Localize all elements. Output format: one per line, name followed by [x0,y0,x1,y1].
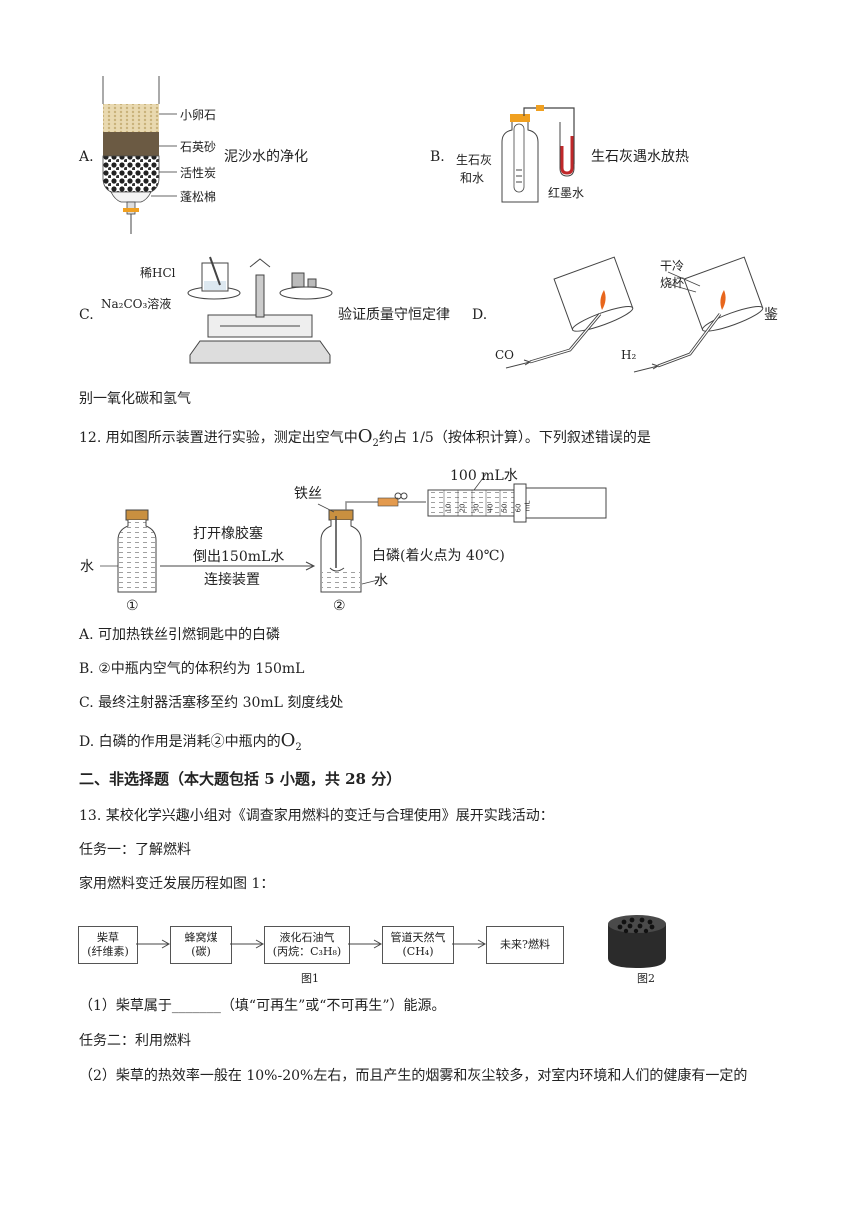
label-dilute-hcl: 稀HCl [140,266,176,280]
pebble-layer [103,104,159,132]
q13-stem: 13. 某校化学兴趣小组对《调查家用燃料的变迁与合理使用》展开实践活动： [79,808,554,824]
scale-mark: 30 [472,503,481,513]
flame-beaker-diagram [505,256,764,373]
q13-part-2: （2）柴草的热效率一般在 10%-20%左右，而且产生的烟雾和灰尘较多，对室内环… [79,1068,748,1084]
quartz-sand-layer [103,132,159,156]
figure-1-caption: 图1 [301,972,319,985]
flow-line2: (纤维素) [87,945,129,958]
label-and-water: 和水 [460,171,485,185]
option-b-letter: B. [430,149,445,165]
q12-stem: 12. 用如图所示装置进行实验，测定出空气中O2约占 1/5（按体积计算）。下列… [79,426,651,449]
flow-line1: 未来?燃料 [500,938,550,951]
balance-diagram [187,256,333,364]
section-2-heading: 二、非选择题（本大题包括 5 小题，共 28 分） [79,770,402,788]
flow-line1: 液化石油气 [279,931,335,944]
label-na2co3: Na₂CO₃溶液 [101,297,172,311]
flow-box-natural-gas: 管道天然气 (CH₄) [382,926,454,964]
step-open-stopper: 打开橡胶塞 [193,526,263,542]
label-bottle-1: ① [126,598,139,614]
water-purifier-diagram [102,76,177,234]
scale-mark: 60 [514,503,523,513]
flow-line1: 柴草 [97,931,119,944]
label-co: CO [495,348,515,362]
label-white-phosphorus: 白磷(着火点为 40℃) [372,548,505,564]
flow-line2: (碳) [191,945,211,958]
label-water-right: 水 [374,573,388,589]
option-c-caption: 验证质量守恒定律 [338,307,450,323]
q12-option-d: D. 白磷的作用是消耗②中瓶内的O2 [79,730,302,753]
flow-box-firewood: 柴草 (纤维素) [78,926,138,964]
option-a-letter: A. [79,149,94,165]
syringe-scale: 10 20 30 40 50 60 mL [430,498,532,522]
q12-option-b: B. ②中瓶内空气的体积约为 150mL [79,661,305,677]
label-syringe-water: 100 mL水 [450,468,518,484]
label-iron-wire: 铁丝 [294,486,322,502]
option-d-caption-tail: 鉴 [764,307,778,323]
scale-mark: 20 [458,503,467,513]
figure-2-caption: 图2 [637,972,655,985]
flow-box-lpg: 液化石油气 (丙烷：C₃H₈) [264,926,350,964]
step-pour-water: 倒出150mL水 [193,549,285,565]
q13-task-1: 任务一：了解燃料 [79,842,191,858]
q12-option-a: A. 可加热铁丝引燃铜匙中的白磷 [79,627,281,643]
label-quicklime: 生石灰 [456,153,493,167]
q12-option-c: C. 最终注射器活塞移至约 30mL 刻度线处 [79,695,344,711]
flow-line1: 蜂窝煤 [184,931,218,944]
flow-arrows [136,939,486,949]
option-b-caption: 生石灰遇水放热 [591,149,689,165]
flow-box-honeycomb-coal: 蜂窝煤 (碳) [170,926,232,964]
option-d-continuation: 别一氧化碳和氢气 [79,391,191,407]
scale-mark: 50 [500,503,509,513]
scale-mark: 40 [486,503,495,513]
option-d-letter: D. [472,307,488,323]
option-c-letter: C. [79,307,94,323]
label-pebbles: 小卵石 [180,108,217,122]
option-a-caption: 泥沙水的净化 [224,149,308,165]
label-dry-cold: 干冷 [660,259,685,273]
honeycomb-briquette-image [608,915,666,968]
q13-part-1: （1）柴草属于_______（填“可再生”或“不可再生”）能源。 [79,998,446,1014]
label-cotton: 蓬松棉 [180,190,217,204]
q12-apparatus-diagram [100,473,607,593]
step-connect: 连接装置 [204,572,260,588]
scale-unit: mL [523,500,532,512]
q13-intro: 家用燃料变迁发展历程如图 1： [79,876,275,892]
quicklime-apparatus-diagram [501,105,575,203]
label-quartz-sand: 石英砂 [180,140,217,154]
flow-line2: (CH₄) [402,945,434,958]
label-activated-carbon: 活性炭 [180,166,217,180]
cotton-layer [110,191,152,203]
charcoal-layer [102,155,160,193]
scale-mark: 10 [444,503,453,513]
label-bottle-2: ② [333,598,346,614]
flow-box-future-fuel: 未来?燃料 [486,926,564,964]
flow-line1: 管道天然气 [390,931,446,944]
flow-line2: (丙烷：C₃H₈) [272,945,342,958]
label-red-ink: 红墨水 [548,186,585,200]
label-beaker: 烧杯 [660,276,685,290]
label-h2: H₂ [621,348,637,362]
label-water-left: 水 [80,559,94,575]
q13-task-2: 任务二：利用燃料 [79,1033,191,1049]
